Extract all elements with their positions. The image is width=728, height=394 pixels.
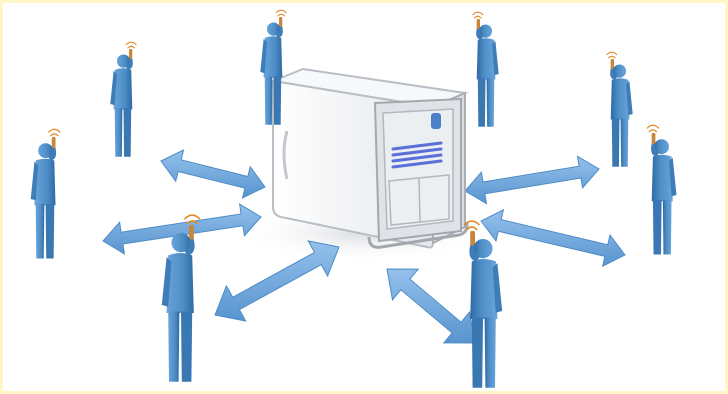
person-with-phone-icon	[647, 125, 676, 254]
person-with-phone-icon	[162, 215, 200, 382]
person-with-phone-icon	[31, 129, 60, 258]
double-arrow-icon	[161, 150, 265, 198]
person-with-phone-icon	[465, 221, 503, 388]
server-icon	[273, 69, 467, 248]
network-illustration	[3, 3, 725, 391]
person-with-phone-icon	[473, 12, 499, 127]
person-with-phone-icon	[607, 52, 633, 167]
double-arrow-icon	[481, 210, 625, 266]
double-arrow-icon	[465, 156, 599, 203]
double-arrow-icon	[387, 269, 475, 343]
power-button-icon	[431, 113, 441, 129]
person-with-phone-icon	[110, 42, 136, 157]
